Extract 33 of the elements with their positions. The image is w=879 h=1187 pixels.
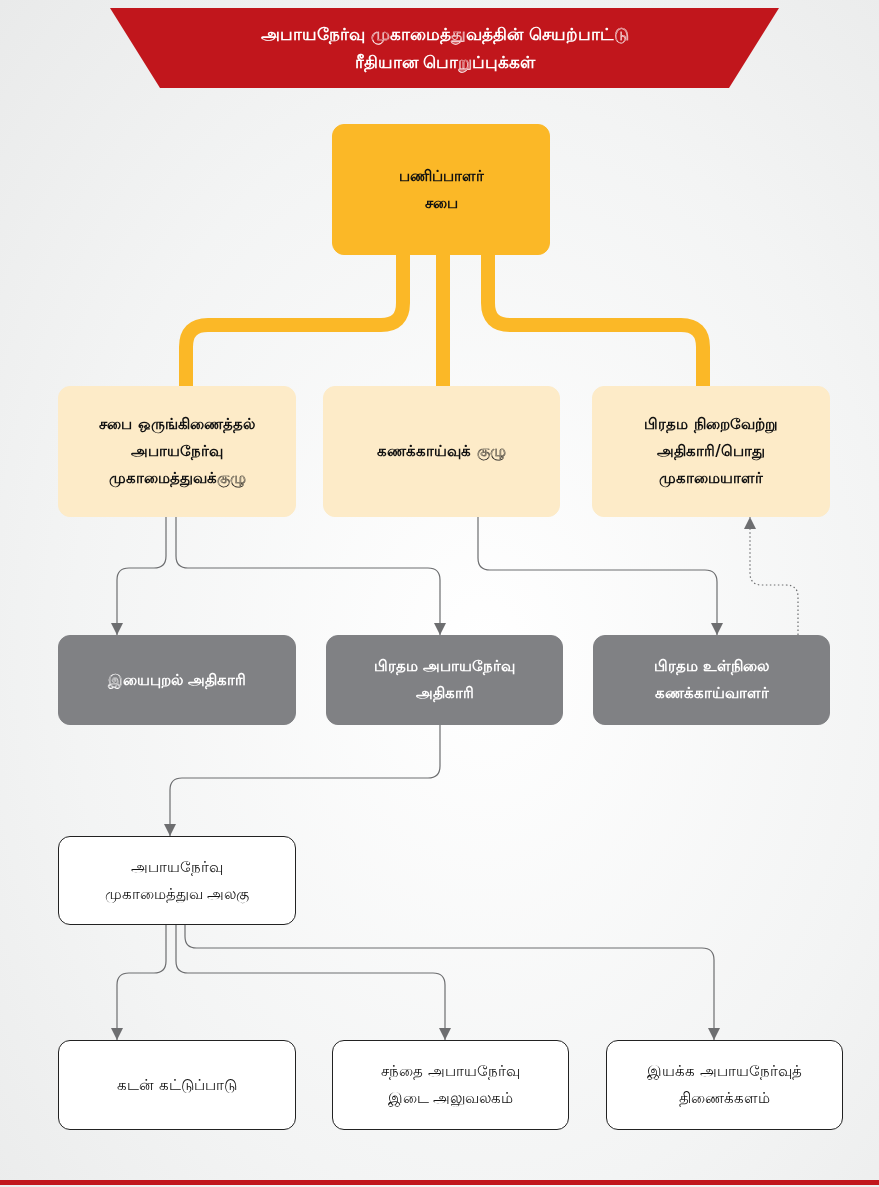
org-box bbox=[593, 635, 830, 725]
org-box bbox=[332, 1040, 569, 1130]
box-label: பிரதம உள்நிலை கணக்காய்வாளர் bbox=[652, 656, 771, 704]
box-label: பிரதம நிறைவேற்று அதிகாரி/பொது முகாமையாளர் bbox=[643, 414, 779, 490]
box-label: பணிப்பாளர் சபை bbox=[398, 165, 484, 214]
box-label: இயக்க அபாயநேர்வுத் திணைக்களம் bbox=[646, 1061, 803, 1109]
org-box bbox=[606, 1040, 843, 1130]
box-label: கணக்காய்வுக் குழு bbox=[377, 441, 506, 463]
connector-line bbox=[436, 255, 450, 386]
org-box bbox=[323, 386, 560, 517]
org-box bbox=[58, 836, 296, 925]
box-label: அபாயநேர்வு முகாமைத்துவ அலகு bbox=[104, 856, 250, 906]
arrow bbox=[477, 516, 723, 636]
arrow bbox=[184, 924, 720, 1041]
org-box bbox=[326, 635, 563, 725]
arrow bbox=[744, 516, 799, 636]
arrow bbox=[175, 924, 451, 1041]
arrow bbox=[111, 924, 167, 1041]
org-box bbox=[332, 124, 550, 255]
box-label: பிரதம அபாயநேர்வு அதிகாரி bbox=[372, 656, 517, 704]
box-label: இயைபுறல் அதிகாரி bbox=[107, 669, 247, 691]
arrow bbox=[175, 516, 446, 636]
title: அபாயநேர்வு முகாமைத்துவத்தின் செயற்பாட்டு ரீதியான பொறுப்புக்கள் bbox=[260, 23, 630, 75]
box-label: சபை ஒருங்கிணைத்தல் அபாயநேர்வு முகாமைத்துவக்குழு bbox=[98, 414, 256, 490]
org-box bbox=[592, 386, 830, 517]
box-label: கடன் கட்டுப்பாடு bbox=[117, 1074, 237, 1096]
org-box bbox=[58, 635, 296, 725]
arrow bbox=[164, 724, 441, 837]
connector-line bbox=[179, 255, 410, 386]
org-box bbox=[58, 386, 296, 517]
box-label: சந்தை அபாயநேர்வு இடை அலுவலகம் bbox=[380, 1061, 521, 1109]
org-box bbox=[58, 1040, 296, 1130]
arrow bbox=[111, 516, 167, 636]
